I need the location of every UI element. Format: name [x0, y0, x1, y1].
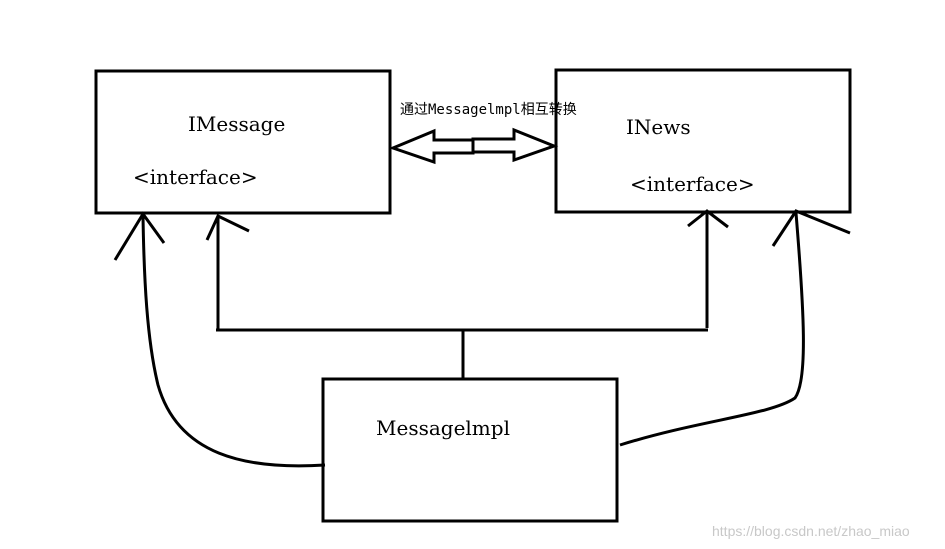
- conversion-note: 通过Messagelmpl相互转换: [400, 101, 577, 118]
- inews-title: INews: [626, 115, 691, 139]
- inews-node: INews <interface>: [554, 68, 852, 214]
- messageimpl-node: Messagelmpl: [321, 377, 619, 523]
- imessage-outer-curve: [141, 215, 326, 468]
- messageimpl-title: Messagelmpl: [376, 416, 510, 440]
- curved-connectors: [113, 209, 851, 468]
- conversion-arrow-right-head: [471, 127, 559, 163]
- messageimpl-box: [321, 377, 619, 523]
- imessage-outer-arrowhead: [113, 211, 166, 261]
- straight-connectors: [205, 209, 729, 378]
- imessage-box: [94, 69, 392, 215]
- inews-inner-arrowhead: [687, 209, 729, 229]
- imessage-node: IMessage <interface>: [94, 69, 392, 215]
- imessage-inner-arrowhead: [205, 213, 250, 241]
- inews-outer-curve: [619, 212, 805, 447]
- imessage-title: IMessage: [188, 112, 285, 136]
- inews-stereotype: <interface>: [630, 172, 755, 196]
- watermark-text: https://blog.csdn.net/zhao_miao: [712, 523, 910, 539]
- imessage-stereotype: <interface>: [133, 165, 258, 189]
- inews-outer-arrowhead: [771, 209, 851, 247]
- conversion-arrow: [388, 127, 559, 165]
- conversion-arrow-left-head: [388, 128, 475, 165]
- inews-box: [554, 68, 852, 214]
